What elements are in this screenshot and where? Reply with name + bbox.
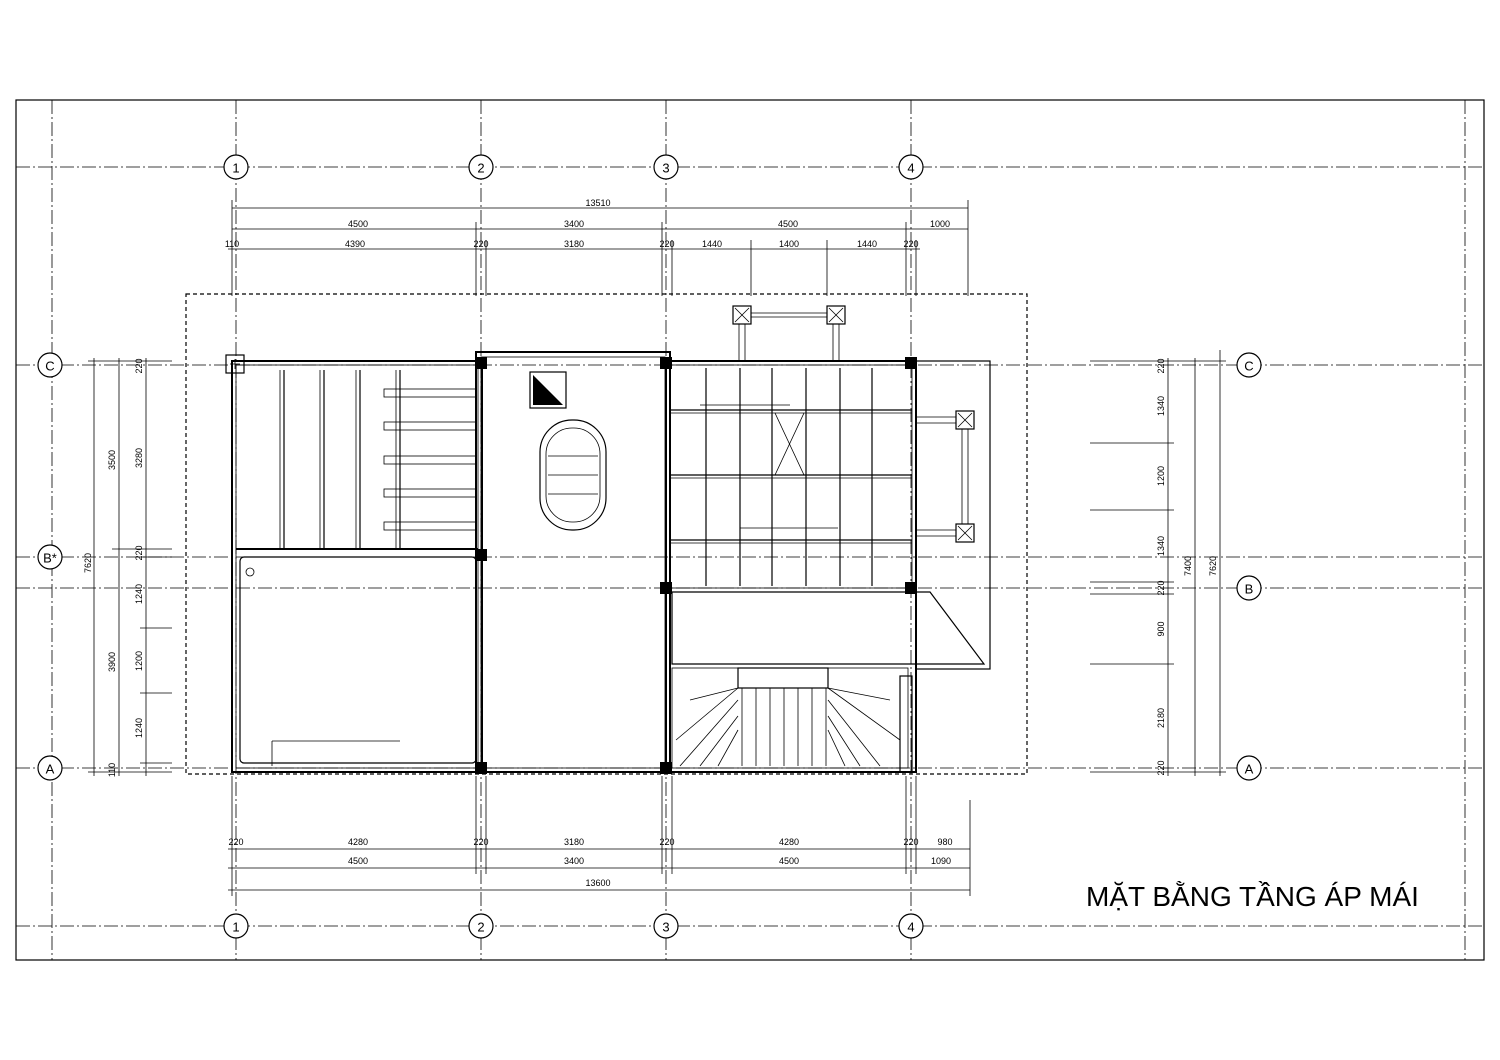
axis-b-right: B [1245,582,1254,597]
bottom-dimension-lines [228,776,971,896]
dim-bottom-total: 13600 [585,878,610,888]
dim-right-inner-6: 900 [1156,621,1166,636]
dim-top-detail-7: 1400 [779,239,799,249]
axis-a-left: A [46,762,55,777]
right-dimension-lines [1090,350,1226,776]
dim-right-inner-8: 220 [1156,760,1166,775]
sheet-border [15,99,1485,961]
dim-left-inner-6: 1240 [134,718,144,738]
dim-top-detail-6: 1440 [702,239,722,249]
row-axis-bubbles-left: C B* A [37,352,63,781]
dim-bottom-detail-3: 220 [473,837,488,847]
dim-left-outer-2: 3900 [107,652,117,672]
axis-4-top: 4 [907,161,914,176]
dim-top-detail-8: 1440 [857,239,877,249]
pergola-structure [670,368,912,586]
axis-c-left: C [45,359,54,374]
dim-top-detail-9: 220 [903,239,918,249]
axis-3-bottom: 3 [662,920,669,935]
staircase [671,667,913,773]
dim-right-inner-5: 220 [1156,580,1166,595]
dim-right-total-a: 7400 [1183,556,1193,576]
dim-bottom-detail-7: 220 [903,837,918,847]
dim-top-detail-3: 220 [473,239,488,249]
building-walls [231,351,991,773]
dim-right-inner-3: 1200 [1156,466,1166,486]
axis-3-top: 3 [662,161,669,176]
dim-right-inner-1: 220 [1156,358,1166,373]
dim-top-bay-3: 4500 [778,219,798,229]
axis-1-bottom: 1 [232,920,239,935]
dimension-labels: 13510 4500 3400 4500 1000 110 4390 220 3… [83,198,1218,888]
dim-bottom-bay-4: 1090 [931,856,951,866]
left-dimension-lines [88,358,172,776]
tiled-roof [671,591,986,665]
column-axis-bubbles-top: 1 2 3 4 [223,154,924,180]
left-roof-structure [245,370,477,766]
dim-top-detail-5: 220 [659,239,674,249]
dim-right-inner-4: 1340 [1156,536,1166,556]
dim-right-total-b: 7620 [1208,556,1218,576]
dim-left-inner-4: 1240 [134,584,144,604]
dim-top-detail-2: 4390 [345,239,365,249]
row-axis-bubbles-right: C B A [1236,352,1262,781]
pergola-posts [225,305,975,543]
dim-top-detail-1: 110 [225,239,239,249]
dim-left-inner-1: 220 [134,358,144,373]
dim-top-bay-2: 3400 [564,219,584,229]
axis-bstar-left: B* [43,551,57,566]
dim-top-bay-1: 4500 [348,219,368,229]
dim-top-bay-4: 1000 [930,219,950,229]
dim-bottom-detail-8: 980 [937,837,952,847]
axis-2-bottom: 2 [477,920,484,935]
dim-bottom-detail-2: 4280 [348,837,368,847]
drawing-title: MẶT BẰNG TẦNG ÁP MÁI [1086,881,1419,912]
dim-bottom-detail-6: 4280 [779,837,799,847]
axis-c-right: C [1244,359,1253,374]
column-axis-bubbles-bottom: 1 2 3 4 [223,913,924,939]
dim-bottom-detail-4: 3180 [564,837,584,847]
dim-bottom-bay-3: 4500 [779,856,799,866]
top-dimension-lines [228,200,969,296]
dim-right-inner-7: 2180 [1156,708,1166,728]
dim-left-inner-2: 3280 [134,448,144,468]
dim-bottom-detail-1: 220 [228,837,243,847]
dim-left-inner-7: 110 [107,763,117,777]
roof-outline [185,293,1028,775]
dim-left-outer-1: 3500 [107,450,117,470]
dim-left-inner-3: 220 [134,545,144,560]
axis-1-top: 1 [232,161,239,176]
dim-bottom-bay-1: 4500 [348,856,368,866]
dim-left-total: 7620 [83,553,93,573]
dim-left-inner-5: 1200 [134,651,144,671]
dim-top-detail-4: 3180 [564,239,584,249]
dim-bottom-bay-2: 3400 [564,856,584,866]
dim-bottom-detail-5: 220 [659,837,674,847]
dim-right-inner-2: 1340 [1156,396,1166,416]
axis-2-top: 2 [477,161,484,176]
middle-room-fixtures [529,371,607,531]
axis-a-right: A [1245,762,1254,777]
axis-4-bottom: 4 [907,920,914,935]
structural-columns [475,357,917,774]
dim-top-total: 13510 [585,198,610,208]
